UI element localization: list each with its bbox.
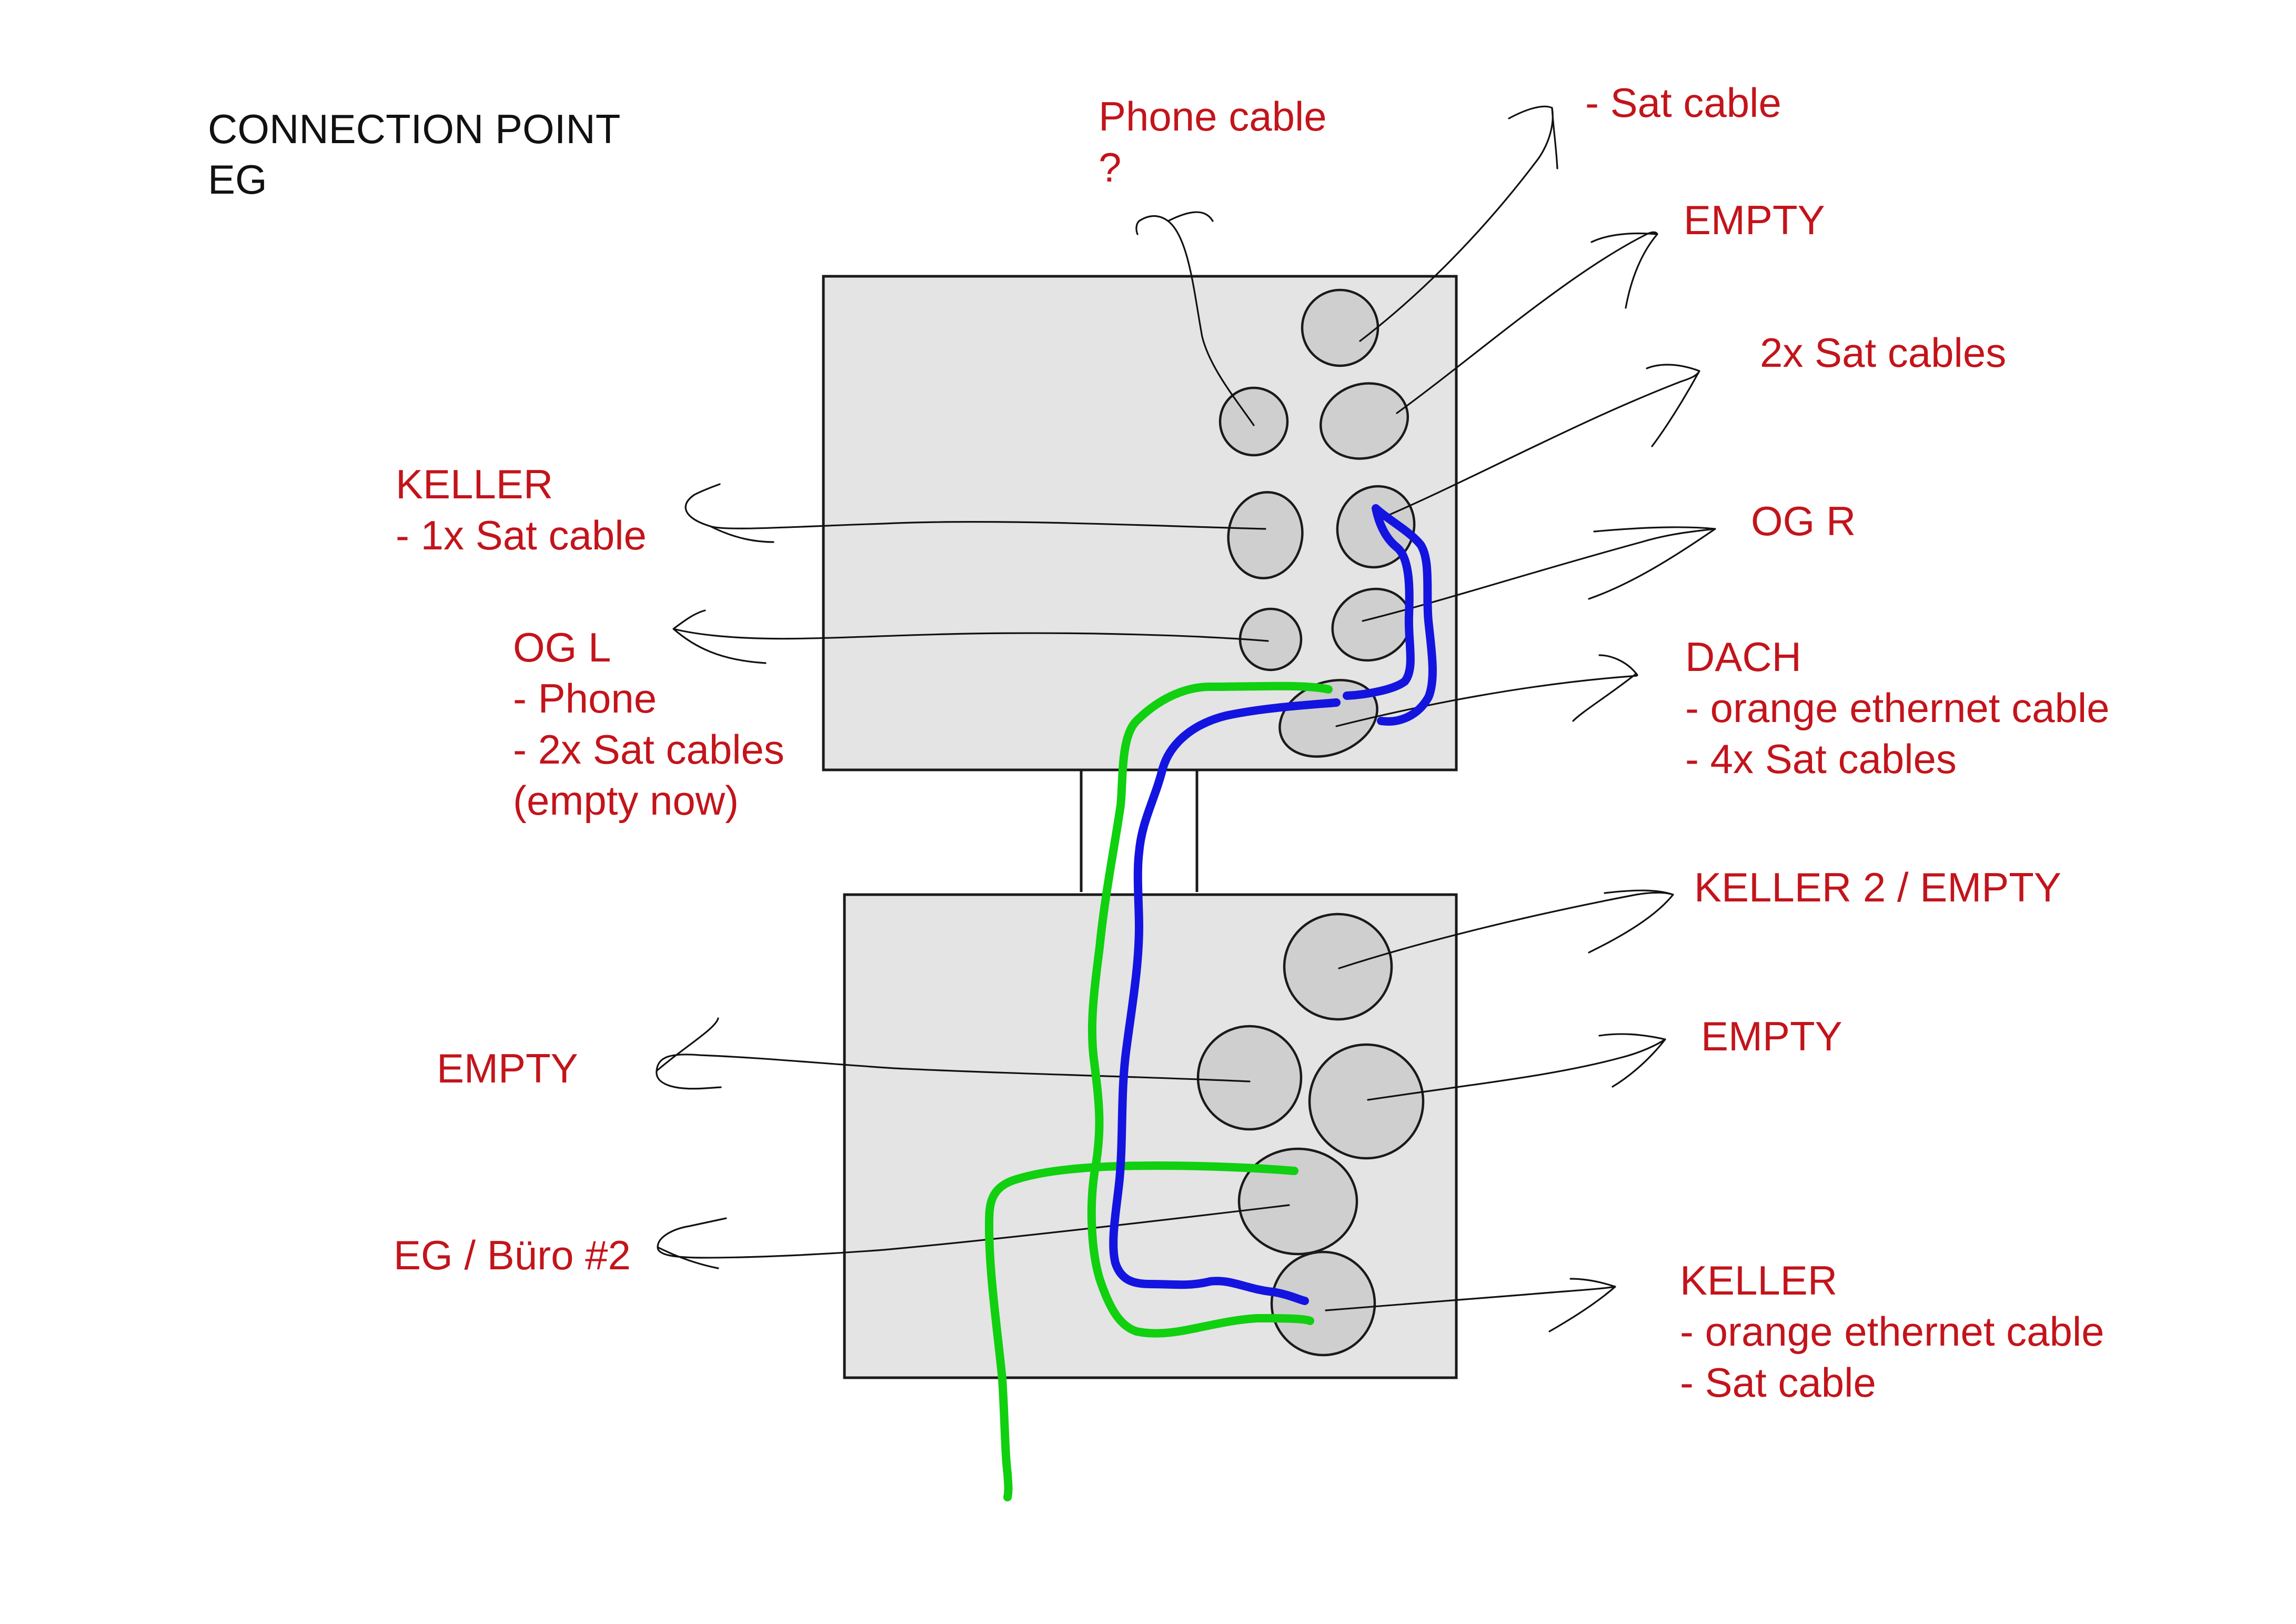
port-empty-right <box>1308 1043 1425 1160</box>
label-og-l-line-2: - Phone <box>513 675 657 721</box>
label-keller-upper-line-2: - 1x Sat cable <box>396 512 647 558</box>
port-eg-buero <box>1237 1147 1358 1256</box>
title-line-2: EG <box>208 156 267 203</box>
label-dach-line-1: DACH <box>1685 634 1801 680</box>
leader-og-l <box>672 609 1269 664</box>
title-line-1: CONNECTION POINT <box>208 106 620 152</box>
label-phone-cable-line-2: ? <box>1099 144 1121 191</box>
label-keller-2-line-1: KELLER 2 / EMPTY <box>1694 864 2061 910</box>
diagram-title: CONNECTION POINT EG <box>208 106 631 203</box>
label-empty-right: EMPTY <box>1701 1013 1842 1059</box>
label-eg-buero-line-1: EG / Büro #2 <box>394 1232 631 1278</box>
label-phone-cable-line-1: Phone cable <box>1099 93 1327 139</box>
port-keller-2 <box>1283 913 1393 1021</box>
leader-phone-cable <box>1135 211 1255 426</box>
upper-junction-box <box>822 275 1458 771</box>
port-sat-cable <box>1301 288 1379 367</box>
label-empty-left-line-1: EMPTY <box>437 1045 578 1091</box>
green-cable-upper-to-lower <box>1087 681 1333 1338</box>
label-og-l-line-4: (empty now) <box>513 777 739 824</box>
label-keller-upper: KELLER - 1x Sat cable <box>396 461 647 558</box>
label-2x-sat-cables-line-1: 2x Sat cables <box>1760 329 2006 376</box>
label-dach-line-2: - orange ethernet cable <box>1685 685 2110 731</box>
label-dach-line-3: - 4x Sat cables <box>1685 736 1957 782</box>
label-phone-cable: Phone cable ? <box>1099 93 1338 191</box>
leader-keller-lower <box>1325 1278 1616 1332</box>
leader-empty <box>1396 231 1658 414</box>
upper-leader-lines <box>672 105 1716 727</box>
label-sat-cable: - Sat cable <box>1585 79 1781 126</box>
lower-junction-box <box>843 893 1458 1379</box>
port-phone-cable <box>1219 386 1289 457</box>
label-keller-2: KELLER 2 / EMPTY <box>1694 864 2061 910</box>
label-keller-upper-line-1: KELLER <box>396 461 553 507</box>
port-empty-left <box>1196 1025 1303 1131</box>
label-eg-buero: EG / Büro #2 <box>394 1232 631 1278</box>
label-empty-left: EMPTY <box>437 1045 578 1091</box>
label-empty-right-line-1: EMPTY <box>1701 1013 1842 1059</box>
label-2x-sat-cables: 2x Sat cables <box>1760 329 2006 376</box>
label-keller-lower-line-1: KELLER <box>1680 1257 1837 1304</box>
leader-keller <box>684 483 1266 543</box>
blue-cable <box>1109 504 1437 1305</box>
green-cable-exit <box>985 1161 1298 1501</box>
leader-empty-left <box>656 1017 1251 1090</box>
label-empty-upper: EMPTY <box>1684 197 1825 243</box>
label-dach: DACH - orange ethernet cable - 4x Sat ca… <box>1685 634 2121 782</box>
label-og-l-line-3: - 2x Sat cables <box>513 726 784 773</box>
label-empty-upper-line-1: EMPTY <box>1684 197 1825 243</box>
label-og-l-line-1: OG L <box>513 624 610 670</box>
label-og-l: OG L - Phone - 2x Sat cables (empty now) <box>513 624 796 824</box>
leader-og-r <box>1362 526 1716 622</box>
port-keller-lower <box>1270 1250 1376 1357</box>
leader-keller-2 <box>1338 889 1674 969</box>
label-og-r: OG R <box>1751 498 1856 544</box>
label-keller-lower: KELLER - orange ethernet cable - Sat cab… <box>1680 1257 2116 1406</box>
label-sat-cable-line-1: - Sat cable <box>1585 79 1781 126</box>
label-keller-lower-line-3: - Sat cable <box>1680 1359 1876 1406</box>
label-og-r-line-1: OG R <box>1751 498 1856 544</box>
leader-sat-cable <box>1359 105 1558 342</box>
port-keller <box>1227 491 1304 579</box>
label-keller-lower-line-2: - orange ethernet cable <box>1680 1308 2104 1355</box>
port-empty <box>1319 382 1409 460</box>
leader-empty-right <box>1367 1033 1666 1101</box>
leader-2x-sat <box>1380 364 1700 519</box>
